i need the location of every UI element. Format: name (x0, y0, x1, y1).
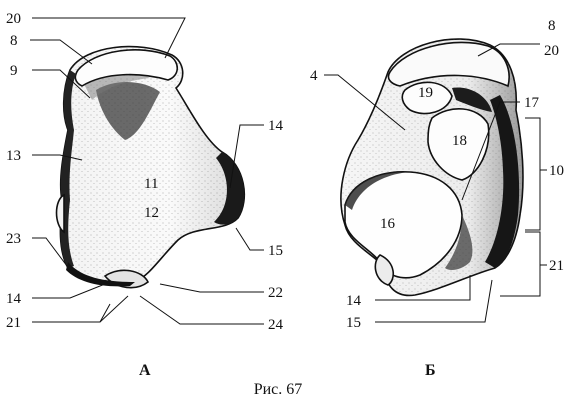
label-a-20: 20 (6, 11, 21, 27)
label-b-19: 19 (418, 85, 433, 101)
label-a-23: 23 (6, 231, 21, 247)
label-b-21: 21 (549, 258, 564, 274)
label-b-18: 18 (452, 133, 467, 149)
label-a-12: 12 (144, 205, 159, 221)
label-b-14: 14 (346, 293, 362, 309)
label-a-15: 15 (268, 243, 283, 259)
label-a-22: 22 (268, 285, 283, 301)
label-a-11: 11 (144, 176, 158, 192)
label-b-17: 17 (524, 95, 540, 111)
bone-view-a (57, 47, 245, 288)
label-b-15: 15 (346, 315, 361, 331)
label-b-8: 8 (548, 18, 556, 34)
label-a-9: 9 (10, 63, 18, 79)
label-a-14-right: 14 (268, 118, 284, 134)
panel-letter-a: А (139, 362, 151, 379)
label-a-8: 8 (10, 33, 18, 49)
bone-view-b (341, 39, 523, 295)
label-b-10: 10 (549, 163, 564, 179)
label-a-21: 21 (6, 315, 21, 331)
panel-letter-b: Б (425, 362, 436, 379)
figure-caption: Рис. 67 (254, 381, 303, 398)
label-b-4: 4 (310, 68, 318, 84)
label-a-24: 24 (268, 317, 284, 333)
label-b-16: 16 (380, 216, 396, 232)
label-a-14-bottom: 14 (6, 291, 22, 307)
label-b-20: 20 (544, 43, 559, 59)
label-a-13: 13 (6, 148, 21, 164)
